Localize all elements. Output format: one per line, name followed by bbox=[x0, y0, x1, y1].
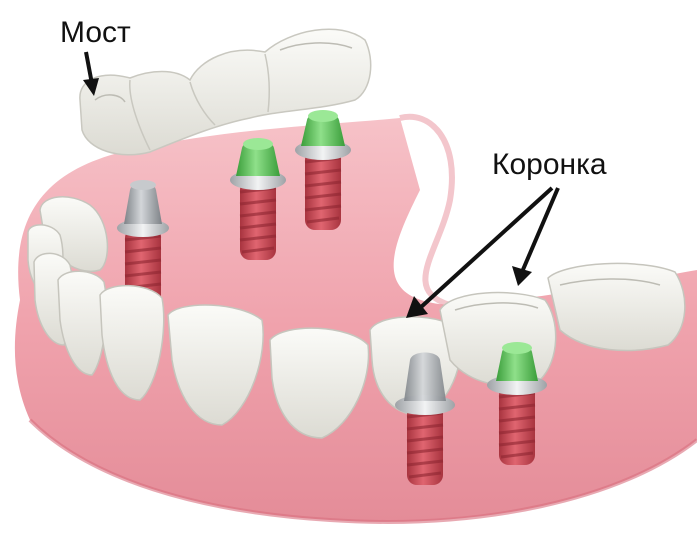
crown-label: Коронка bbox=[492, 150, 607, 180]
bridge-label: Мост bbox=[60, 18, 131, 48]
